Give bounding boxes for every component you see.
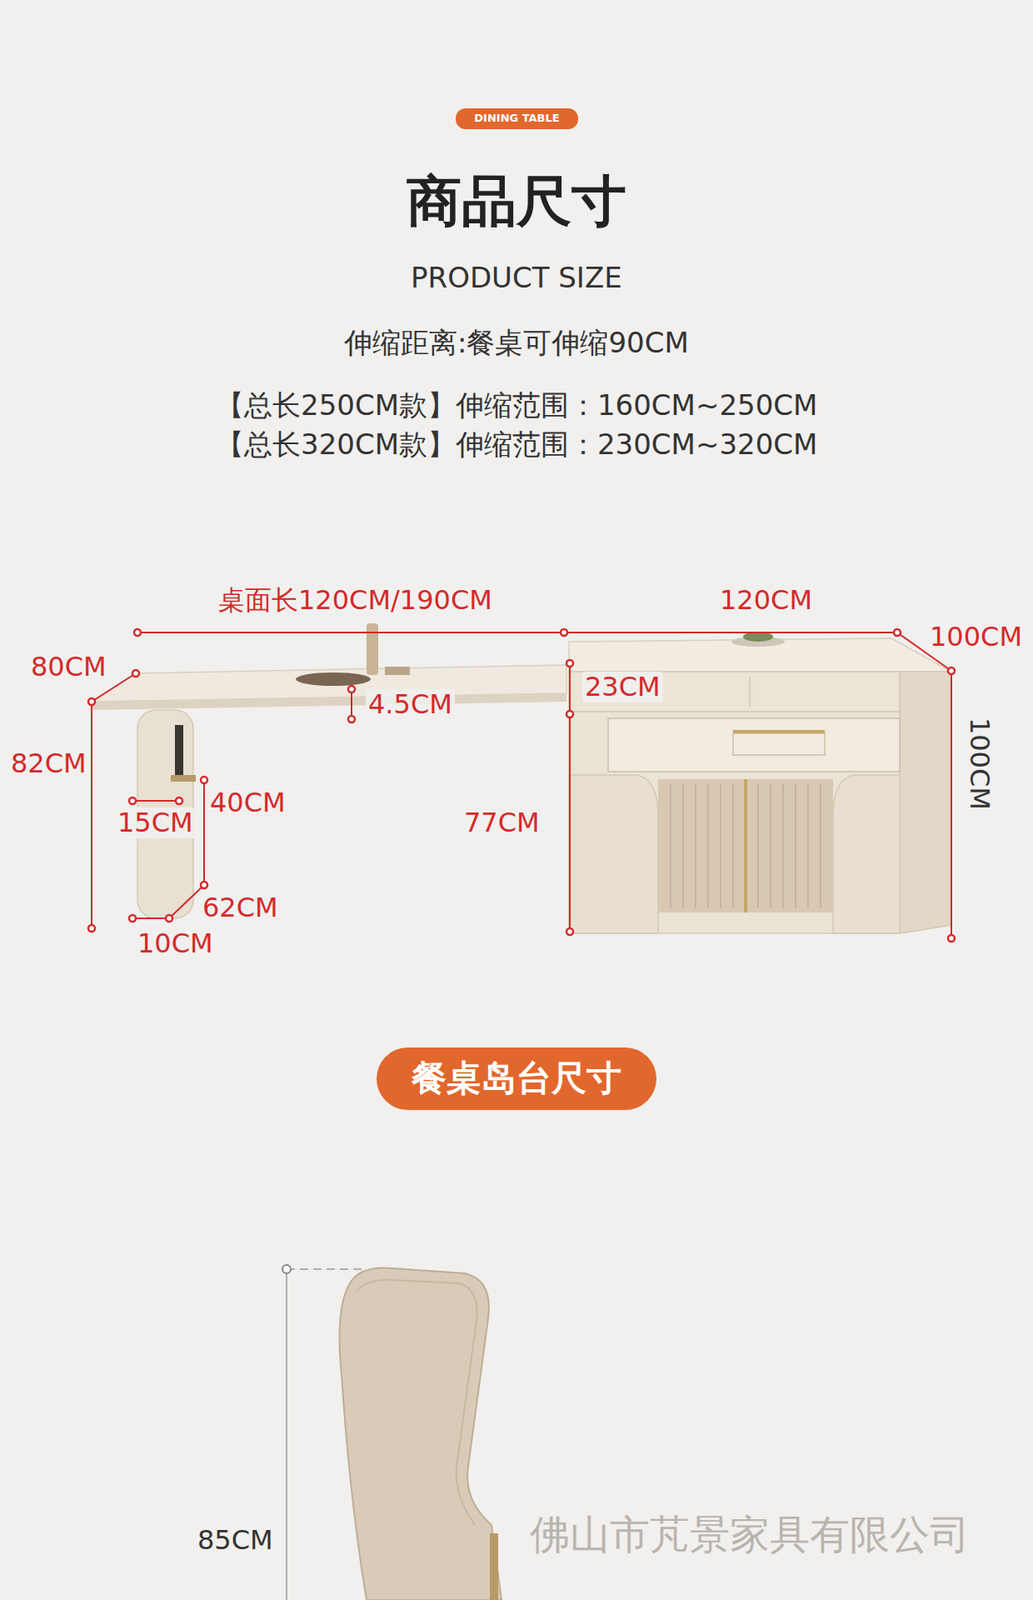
island-cabinet: [568, 631, 952, 934]
illustration-line: [757, 783, 759, 909]
illustration-line: [769, 783, 772, 909]
dimension-dots: [88, 628, 955, 942]
illustration-line: [794, 783, 797, 909]
dimension: 10CM: [134, 928, 216, 959]
illustration-rect: [568, 671, 900, 712]
illustration-circle: [893, 628, 901, 636]
dimension: 4.5CM: [365, 688, 455, 720]
dimension: 77CM: [461, 807, 543, 839]
illustration-polygon: [91, 693, 567, 710]
dimension: 82CM: [8, 748, 90, 779]
illustration-rect: [384, 666, 410, 675]
illustration-circle: [88, 924, 95, 932]
illustration-circle: [560, 628, 568, 636]
illustration-line: [568, 663, 571, 714]
illustration-rect: [743, 778, 748, 913]
illustration-line: [132, 799, 180, 802]
illustration-path: [568, 774, 659, 934]
illustration-line: [719, 783, 722, 909]
chair-dimension: [282, 1264, 363, 1600]
illustration-line: [732, 783, 734, 909]
illustration-line: [568, 713, 571, 932]
spec-line: 伸缩距离:餐桌可伸缩90CM: [344, 326, 689, 360]
illustration-path: [339, 1267, 502, 1600]
pill-text: 餐桌岛台尺寸: [411, 1058, 622, 1098]
illustration-line: [90, 701, 93, 929]
illustration-line: [819, 783, 822, 909]
illustration-rect: [366, 623, 379, 675]
illustration-rect: [658, 778, 834, 913]
subtitle: PRODUCT SIZE: [410, 261, 623, 295]
illustration-circle: [134, 628, 141, 636]
illustration-line: [203, 779, 205, 885]
dimension: 15CM: [114, 807, 196, 839]
illustration-circle: [948, 667, 955, 674]
illustration-line: [694, 783, 697, 909]
illustration-circle: [948, 934, 955, 942]
category-pill: DINING TABLE: [455, 108, 579, 130]
illustration-rect: [170, 774, 196, 782]
illustration-rect: [568, 711, 900, 934]
illustration-line: [707, 783, 709, 909]
illustration-circle: [200, 881, 208, 889]
dimension: 120CM: [717, 584, 815, 616]
pill-text: DINING TABLE: [474, 112, 559, 125]
dimension: 40CM: [207, 787, 289, 819]
illustration-circle: [566, 710, 574, 718]
dimension: 100CM: [927, 621, 1025, 653]
illustration-ellipse: [295, 672, 371, 686]
illustration-line: [137, 631, 898, 634]
illustration-circle: [348, 685, 355, 693]
page-title: 商品尺寸: [406, 169, 627, 234]
illustration-rect: [733, 733, 825, 755]
illustration-path: [356, 1279, 478, 1525]
dimension: 80CM: [28, 651, 110, 683]
dimension: 62CM: [199, 892, 281, 924]
chair: [339, 1267, 502, 1600]
illustration-line: [285, 1268, 288, 1600]
illustration-line: [950, 670, 953, 939]
illustration-circle: [129, 914, 136, 922]
illustration-line: [350, 688, 353, 719]
spec-line: 【总长250CM款】伸缩范围：160CM~250CM: [215, 389, 818, 422]
illustration-polygon: [899, 671, 952, 934]
illustration-line: [748, 676, 751, 707]
dimension: 100CM: [963, 714, 995, 813]
illustration-line: [807, 783, 809, 909]
illustration-line: [169, 884, 205, 919]
illustration-rect: [174, 724, 184, 775]
illustration-circle: [348, 715, 355, 723]
illustration-rect: [733, 729, 825, 734]
illustration-circle: [175, 797, 183, 804]
illustration-line: [132, 917, 170, 919]
section-pill: 餐桌岛台尺寸: [376, 1047, 657, 1110]
illustration-circle: [129, 797, 136, 804]
illustration-line: [782, 783, 784, 909]
dimension-lines: [91, 632, 952, 939]
illustration-rect: [489, 1532, 499, 1600]
table: [91, 623, 567, 919]
illustration-line: [669, 783, 672, 909]
watermark: 佛山市芃景家具有限公司: [529, 1511, 970, 1557]
illustration-circle: [132, 669, 140, 677]
illustration-circle: [566, 659, 574, 667]
illustration-line: [682, 783, 684, 909]
illustration-circle: [200, 776, 208, 784]
dimension: 23CM: [582, 671, 664, 703]
spec-line: 【总长320CM款】伸缩范围：230CM~320CM: [215, 428, 818, 461]
illustration-circle: [88, 698, 95, 705]
illustration-circle: [566, 928, 574, 935]
illustration-path: [833, 774, 900, 934]
illustration-circle: [165, 914, 173, 922]
illustration-rect: [608, 718, 900, 772]
illustration-line: [286, 1267, 363, 1270]
illustration-circle: [282, 1264, 291, 1273]
dimension: 85CM: [197, 1524, 274, 1556]
dimension: 桌面长120CM/190CM: [215, 584, 495, 616]
